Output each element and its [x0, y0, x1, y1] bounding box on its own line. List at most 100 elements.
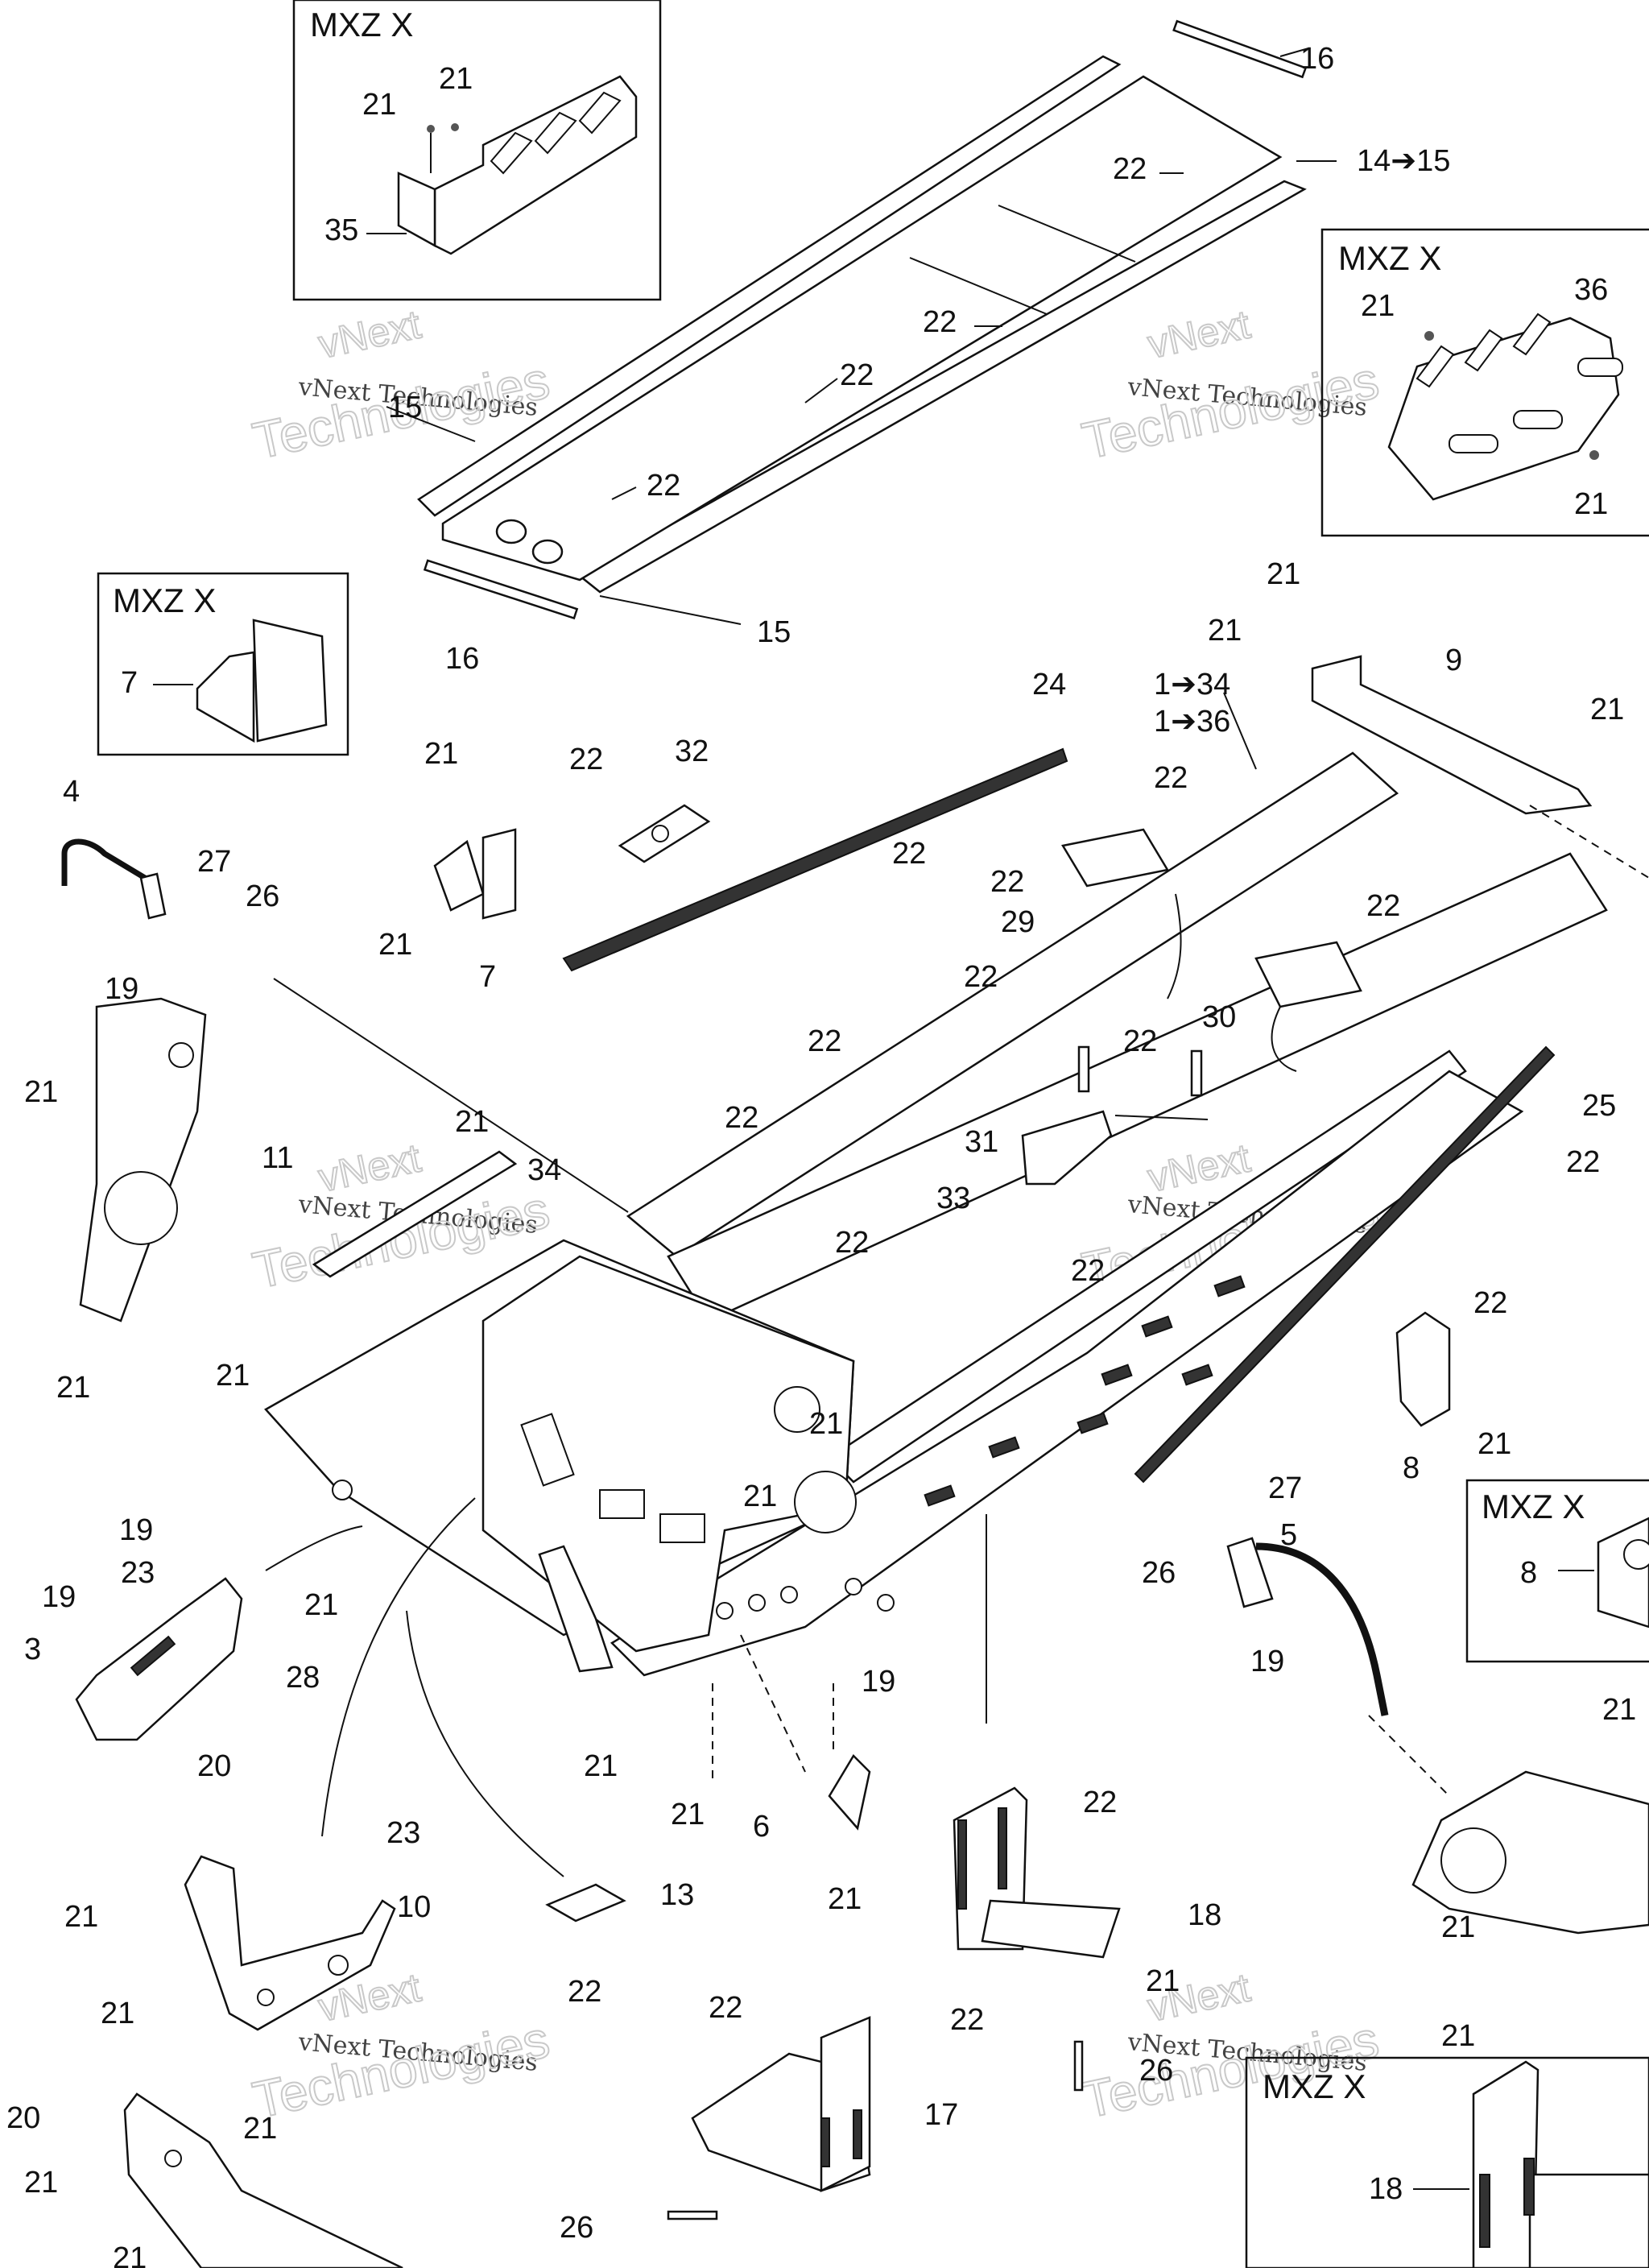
- inset-title: MXZ X: [1263, 2067, 1366, 2105]
- footrest-slot: [1077, 1412, 1109, 1434]
- callout-label: 21: [378, 928, 412, 962]
- bracket-10: [184, 1855, 396, 2031]
- arrow-curve: [1167, 893, 1182, 999]
- callout-label: 3: [24, 1633, 41, 1666]
- callout-label: 21: [243, 2112, 277, 2146]
- callout-label: 22: [835, 1226, 869, 1260]
- hole: [780, 1586, 798, 1604]
- callout-label: 31: [965, 1125, 998, 1159]
- callout-label: 20: [6, 2101, 40, 2135]
- bearing-hole: [794, 1471, 857, 1533]
- callout-label: 19: [862, 1665, 895, 1699]
- slot: [1464, 329, 1503, 372]
- callout-label: 27: [197, 845, 231, 879]
- callout-label: 22: [1154, 761, 1188, 795]
- hole: [651, 825, 669, 842]
- dashed-line: [740, 1634, 806, 1773]
- callout-label: 22: [808, 1024, 841, 1058]
- callout-label: 32: [675, 735, 709, 768]
- bolt-26: [667, 2210, 718, 2220]
- bearing-hole: [104, 1171, 178, 1245]
- callout-label: 16: [445, 642, 479, 676]
- callout-label: 22: [950, 2003, 984, 2037]
- callout-label: 15: [388, 391, 422, 424]
- trim-24: [562, 747, 1068, 972]
- hole: [1623, 1539, 1649, 1570]
- slot: [490, 131, 533, 175]
- strip-16: [423, 559, 579, 620]
- cutout: [520, 1413, 575, 1487]
- cutout: [599, 1489, 645, 1519]
- callout-label: 21: [1441, 2019, 1475, 2053]
- rear-bumper-9: [1311, 655, 1593, 815]
- callout-label: 24: [1032, 668, 1066, 702]
- hole: [257, 1989, 275, 2006]
- rail-13: [417, 55, 1122, 517]
- slot: [1577, 358, 1623, 377]
- hole: [328, 1955, 349, 1976]
- slot: [1449, 434, 1498, 453]
- dashed-line: [1368, 1715, 1450, 1797]
- callout-label: 19: [1250, 1645, 1284, 1678]
- callout-label: 15: [757, 615, 791, 649]
- callout-label: 22: [964, 960, 998, 994]
- hole: [164, 2150, 182, 2167]
- callout-label: 27: [1268, 1471, 1302, 1505]
- bracket-18-base: [981, 1899, 1121, 1959]
- watermark-technologies: Technologies: [248, 2010, 554, 2129]
- callout-label: 22: [569, 743, 603, 776]
- callout-label: 21: [809, 1407, 843, 1441]
- leader-line: [1223, 692, 1257, 770]
- leader-line: [1114, 1115, 1209, 1120]
- stud-31: [1190, 1049, 1203, 1097]
- inset-frame: [1465, 1479, 1649, 1663]
- callout-label: 21: [1590, 693, 1624, 726]
- hole: [748, 1594, 766, 1612]
- callout-label: 21: [362, 88, 396, 122]
- callout-label: 21: [743, 1480, 777, 1513]
- callout-label: 26: [560, 2211, 593, 2245]
- arrow-curve: [406, 1610, 564, 1877]
- inset-title: MXZ X: [310, 6, 413, 43]
- callout-label: 21: [1477, 1427, 1511, 1461]
- callout-label: 21: [304, 1588, 338, 1622]
- callout-label: 21: [828, 1882, 862, 1916]
- callout-label: 26: [1139, 2054, 1173, 2088]
- callout-label: 35: [324, 213, 358, 247]
- callout-label: 8: [1520, 1556, 1537, 1590]
- dashed-line: [1529, 805, 1649, 879]
- arrow-curve: [1271, 1006, 1297, 1072]
- bracket-34: [312, 1150, 518, 1278]
- bolt-icon: [1589, 450, 1599, 460]
- callout-label: 21: [439, 62, 473, 96]
- callout-label: 30: [1202, 1000, 1236, 1034]
- bracket-29: [1061, 828, 1169, 888]
- callout-label: 16: [1300, 42, 1334, 76]
- callout-label: 22: [840, 358, 874, 392]
- hole: [716, 1602, 734, 1620]
- rail-15: [577, 180, 1307, 594]
- trim-25: [1134, 1045, 1556, 1484]
- hole: [168, 1042, 194, 1068]
- callout-label: 21: [1574, 487, 1608, 521]
- strip-16: [1172, 19, 1308, 79]
- inset-title: MXZ X: [1482, 1488, 1585, 1525]
- callout-label: 21: [1361, 289, 1395, 323]
- bracket-8: [1395, 1311, 1451, 1427]
- watermark-vnext: vNext: [1144, 301, 1254, 366]
- cutout: [659, 1513, 705, 1543]
- handle-4: [61, 838, 147, 886]
- bearing-hole: [1440, 1827, 1506, 1893]
- watermark-technologies: Technologies: [1077, 351, 1383, 470]
- callout-label: 1➔34: [1154, 668, 1230, 702]
- callout-label: 21: [24, 2166, 58, 2200]
- rubber-strip: [1479, 2174, 1490, 2248]
- arrow-curve: [321, 1497, 476, 1837]
- handle-bracket: [139, 872, 167, 920]
- callout-label: 5: [1280, 1518, 1297, 1552]
- lower-parts: [75, 1577, 1121, 2268]
- callout-label: 22: [892, 837, 926, 871]
- bracket-13: [545, 1883, 626, 1922]
- bracket-7-face: [252, 619, 328, 743]
- callout-label: 22: [990, 865, 1024, 899]
